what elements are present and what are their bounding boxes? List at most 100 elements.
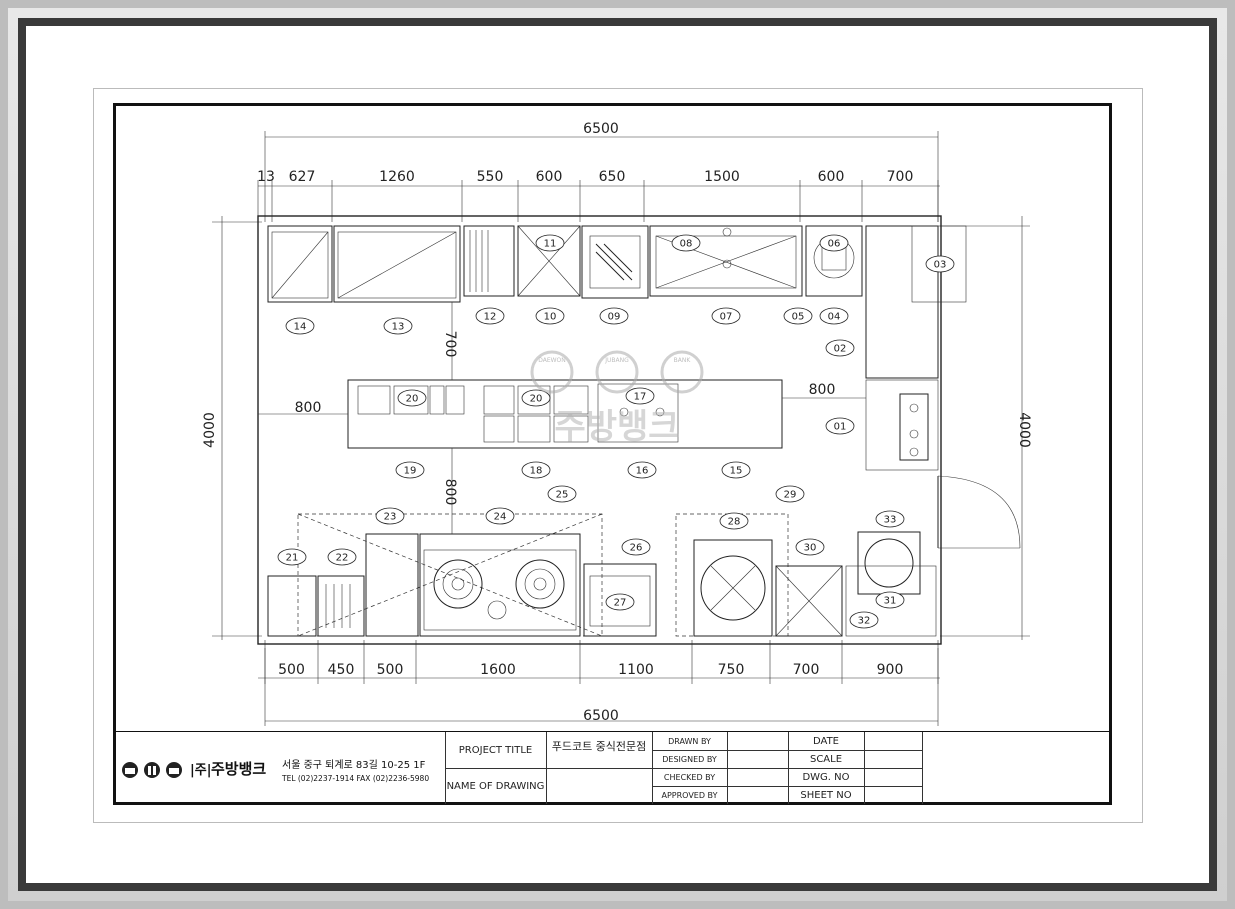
tag-label: 20: [530, 394, 543, 405]
dim-bottom-segment: 750: [718, 662, 745, 678]
designed-by-label: DESIGNED BY: [662, 754, 717, 764]
tag-bubble: [521, 389, 551, 407]
tag-label: 25: [556, 490, 569, 501]
dim-top-total: 6500: [583, 121, 619, 137]
equipment-tag: 20: [397, 389, 427, 407]
tag-label: 05: [792, 312, 805, 323]
equipment-tag: 02: [825, 339, 855, 357]
tag-bubble: [535, 307, 565, 325]
tag-label: 08: [680, 239, 693, 250]
tag-bubble: [825, 339, 855, 357]
equipment-tag: 17: [625, 387, 655, 405]
equipment-tag: 22: [327, 548, 357, 566]
tag-label: 31: [884, 596, 897, 607]
drawn-by-label: DRAWN BY: [668, 736, 711, 746]
equipment-tag: 08: [671, 234, 701, 252]
tag-bubble: [475, 307, 505, 325]
tag-bubble: [599, 307, 629, 325]
dim-bottom-segment: 500: [377, 662, 404, 678]
tag-label: 14: [294, 322, 307, 333]
bottom-equipment-row: [267, 513, 937, 637]
equipment-tag: 27: [605, 593, 635, 611]
dim-left: 4000: [202, 412, 218, 448]
tag-bubble: [627, 461, 657, 479]
tb-hline: [652, 786, 922, 787]
tag-label: 06: [828, 239, 841, 250]
dim-bottom-segment: 1100: [618, 662, 654, 678]
dim-inner: 700: [442, 331, 458, 358]
tag-bubble: [485, 507, 515, 525]
equipment-tag: 13: [383, 317, 413, 335]
tag-bubble: [277, 548, 307, 566]
tag-label: 19: [404, 466, 417, 477]
room-walls: [257, 215, 1021, 645]
tag-label: 16: [636, 466, 649, 477]
equipment-tag: 15: [721, 461, 751, 479]
dim-bottom-segment: 450: [328, 662, 355, 678]
tag-bubble: [825, 417, 855, 435]
equipment-tag: 16: [627, 461, 657, 479]
tag-bubble: [721, 461, 751, 479]
tag-label: 30: [804, 543, 817, 554]
equipment-tag: 01: [825, 417, 855, 435]
side-dimensions: 4000 4000: [202, 216, 1032, 640]
equipment-tag: 10: [535, 307, 565, 325]
project-title-label: PROJECT TITLE: [458, 744, 533, 756]
dim-inner: 800: [295, 400, 322, 416]
equipment-tag: 11: [535, 234, 565, 252]
company-logo-block: |주| 주방뱅크 서울 중구 퇴계로 83길 10-25 1F TEL (02)…: [116, 732, 446, 804]
tag-bubble: [621, 538, 651, 556]
tag-label: 27: [614, 598, 627, 609]
equipment-tag: 33: [875, 510, 905, 528]
tag-label: 10: [544, 312, 557, 323]
checked-by-label: CHECKED BY: [663, 772, 716, 782]
company-tel: TEL (02)2237-1914 FAX (02)2236-5980: [282, 774, 430, 783]
equipment-tag: 19: [395, 461, 425, 479]
tag-label: 03: [934, 260, 947, 271]
tag-bubble: [671, 234, 701, 252]
tag-label: 18: [530, 466, 543, 477]
dim-top-segment: 600: [818, 169, 845, 185]
tag-label: 11: [544, 239, 557, 250]
tag-bubble: [285, 317, 315, 335]
tag-bubble: [775, 485, 805, 503]
dim-top-segment: 627: [289, 169, 316, 185]
tag-label: 33: [884, 515, 897, 526]
tag-bubble: [925, 255, 955, 273]
title-block: |주| 주방뱅크 서울 중구 퇴계로 83길 10-25 1F TEL (02)…: [116, 731, 1110, 804]
tag-label: 13: [392, 322, 405, 333]
tag-bubble: [719, 512, 749, 530]
tag-label: 12: [484, 312, 497, 323]
equipment-tag: 30: [795, 538, 825, 556]
tag-bubble: [521, 461, 551, 479]
tag-label: 21: [286, 553, 299, 564]
dim-top-segment: 550: [477, 169, 504, 185]
drawing-border: [113, 103, 1112, 805]
tag-bubble: [819, 234, 849, 252]
equipment-tag: 31: [875, 591, 905, 609]
sheet-no-label: SHEET NO: [800, 789, 852, 801]
tag-bubble: [383, 317, 413, 335]
tag-bubble: [875, 591, 905, 609]
equipment-tag: 32: [849, 611, 879, 629]
dim-inner: 800: [442, 479, 458, 506]
tag-label: 26: [630, 543, 643, 554]
tag-bubble: [327, 548, 357, 566]
watermark-word-1: DAEWON: [538, 357, 566, 364]
tag-bubble: [625, 387, 655, 405]
equipment-tag: 20: [521, 389, 551, 407]
tag-label: 22: [336, 553, 349, 564]
tag-label: 29: [784, 490, 797, 501]
tag-label: 23: [384, 512, 397, 523]
tag-bubble: [875, 510, 905, 528]
equipment-tag: 09: [599, 307, 629, 325]
equipment-tag: 29: [775, 485, 805, 503]
tag-label: 20: [406, 394, 419, 405]
tb-divider: [922, 732, 923, 804]
dim-top-segment: 13: [257, 169, 275, 185]
tag-label: 32: [858, 616, 871, 627]
scale-label: SCALE: [809, 753, 843, 765]
